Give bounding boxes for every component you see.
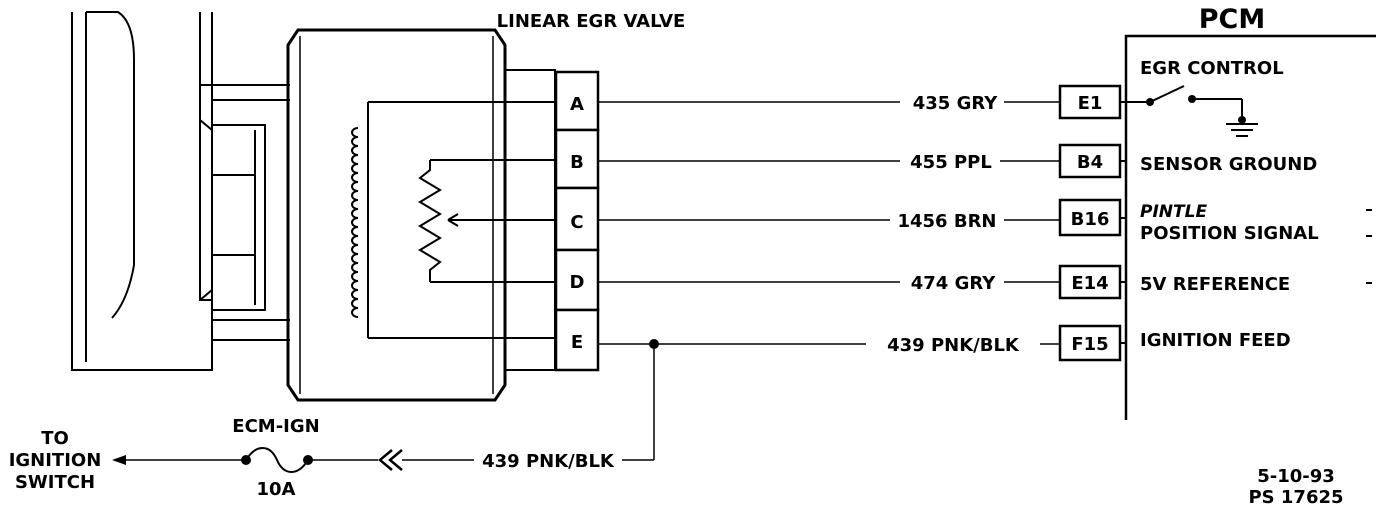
valve-pin-label: A — [570, 94, 584, 115]
wire-label: 1456 BRN — [897, 211, 996, 232]
pcm-pin-e1 — [1058, 84, 1122, 120]
arrow-left-icon — [112, 455, 126, 465]
pcm-pin-label: E14 — [1071, 273, 1108, 294]
destination-label: SWITCH — [15, 472, 95, 493]
wire-label: 435 GRY — [913, 93, 998, 114]
switch-contact — [1146, 98, 1154, 106]
edge-dashes — [1366, 209, 1372, 284]
pcm-function-label: POSITION SIGNAL — [1140, 223, 1319, 244]
pcm-pin-f15 — [1058, 324, 1122, 362]
pcm-pin-label: B4 — [1077, 152, 1103, 173]
valve-pin-label: C — [570, 212, 583, 233]
pcm-pin-e14 — [1058, 264, 1122, 300]
pcm-function-label: SENSOR GROUND — [1140, 154, 1317, 175]
switch-contact — [1188, 95, 1196, 103]
feed-wire-label: 439 PNK/BLK — [482, 451, 615, 472]
ground-icon — [1226, 123, 1258, 137]
footer-code: PS 17625 — [1248, 487, 1343, 508]
footer-date: 5-10-93 — [1257, 466, 1335, 487]
wire-label: 439 PNK/BLK — [887, 335, 1020, 356]
valve-pin-e — [554, 308, 600, 372]
wire-label: 455 PPL — [910, 152, 992, 173]
egr-control-switch — [1126, 85, 1243, 120]
pcm-function-label: 5V REFERENCE — [1140, 274, 1290, 295]
fuse-icon — [241, 447, 313, 473]
pcm-function-label: IGNITION FEED — [1140, 330, 1291, 351]
fuse-name: ECM-IGN — [232, 416, 319, 437]
solenoid-coil — [351, 101, 556, 339]
wire-label: 474 GRY — [911, 273, 996, 294]
valve-pin-a — [554, 70, 600, 132]
fuse-rating: 10A — [257, 479, 296, 500]
valve-pin-label: E — [571, 332, 583, 353]
pintle-position-potentiometer — [418, 159, 556, 283]
pcm-function-label: PINTLE — [1140, 202, 1207, 222]
pcm-pin-b4 — [1058, 143, 1122, 179]
pcm-module — [1124, 34, 1376, 420]
egr-valve-housing — [286, 28, 556, 402]
component-title: LINEAR EGR VALVE — [497, 11, 686, 32]
inline-connector-symbol — [378, 449, 403, 471]
pcm-pin-label: B16 — [1071, 209, 1110, 230]
pcm-pin-b16 — [1058, 198, 1122, 237]
valve-pin-c — [554, 186, 600, 252]
valve-mechanical-body — [71, 11, 290, 371]
pcm-title: PCM — [1199, 4, 1265, 35]
pcm-pins: E1 B4 B16 E14 F15 — [1058, 84, 1126, 362]
pcm-pin-label: E1 — [1078, 93, 1103, 114]
valve-pin-label: D — [570, 272, 585, 293]
ground-junction — [1238, 116, 1246, 124]
feed-circuit — [120, 344, 655, 461]
destination-label: IGNITION — [9, 450, 102, 471]
valve-pin-label: B — [570, 152, 584, 173]
valve-connector: A B C D E — [554, 70, 600, 372]
destination-label: TO — [41, 428, 69, 449]
pcm-function-label: EGR CONTROL — [1140, 58, 1284, 79]
pcm-pin-label: F15 — [1071, 334, 1108, 355]
splice-point — [649, 339, 659, 349]
